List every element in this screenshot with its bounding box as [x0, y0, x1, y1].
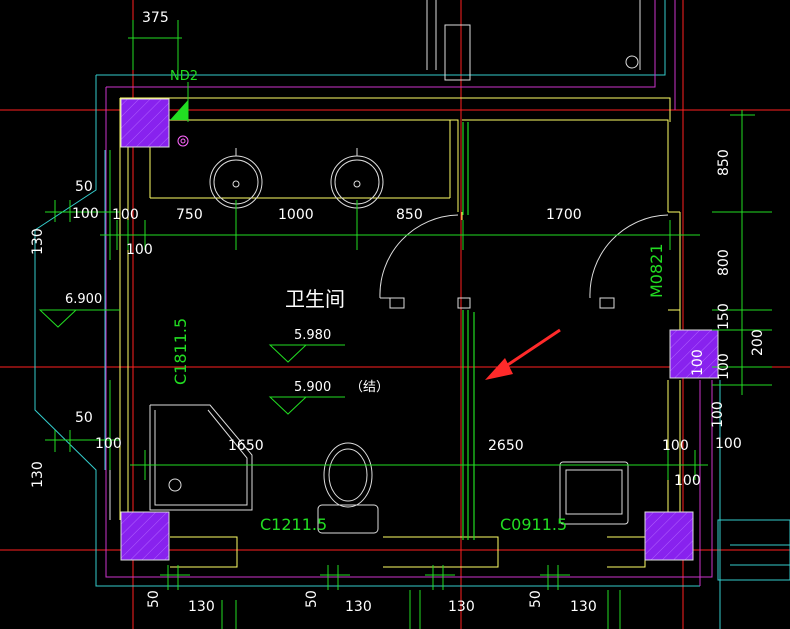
dim-text: 130: [188, 599, 215, 615]
door-tag-right: M0821: [647, 243, 666, 298]
dim-text: 100: [72, 206, 99, 222]
dim-text: 100: [690, 349, 706, 376]
red-arrow-annotation: [485, 328, 561, 380]
dim-text: 2650: [488, 438, 524, 454]
dim-text: 130: [570, 599, 597, 615]
dim-text: 150: [716, 303, 732, 330]
dim-text: 750: [176, 207, 203, 223]
window-tag-bottom-left: C1211.5: [260, 515, 327, 534]
dim-text: 50: [146, 590, 162, 608]
dim-text: 800: [716, 249, 732, 276]
level-symbols: [38, 309, 345, 415]
dim-text: 130: [30, 461, 46, 488]
dim-text: 850: [396, 207, 423, 223]
columns: [120, 98, 719, 561]
dim-text: 100: [95, 436, 122, 452]
nd2-marker: [170, 82, 189, 122]
level-structure: 5.900: [294, 380, 331, 395]
magenta-lines: [105, 0, 713, 586]
window-tag-bottom-right: C0911.5: [500, 515, 567, 534]
dim-text: 50: [528, 590, 544, 608]
fixtures: [149, 135, 669, 534]
dim-text: 100: [126, 242, 153, 258]
dim-text: 50: [75, 410, 93, 426]
dim-text: 100: [112, 207, 139, 223]
dim-text: 100: [662, 438, 689, 454]
dim-text: 100: [716, 353, 732, 380]
dimension-lines: [45, 20, 772, 629]
level-outer: 6.900: [65, 292, 102, 307]
dim-text: 100: [715, 436, 742, 452]
green-partitions: [462, 122, 475, 540]
room-name-label: 卫生间: [285, 287, 345, 311]
dim-text: 1000: [278, 207, 314, 223]
level-finish: 5.980: [294, 328, 331, 343]
level-structure-note: （结）: [350, 380, 389, 395]
dim-text: 130: [345, 599, 372, 615]
dim-text: 375: [142, 10, 169, 26]
dim-text: 130: [30, 228, 46, 255]
room-walls: [119, 97, 681, 568]
dim-text: 130: [448, 599, 475, 615]
dim-text: 1700: [546, 207, 582, 223]
dim-text: 200: [750, 329, 766, 356]
dim-text: 100: [710, 401, 726, 428]
window-tag-left: C1811.5: [171, 318, 190, 385]
dim-text: 50: [304, 590, 320, 608]
nd2-label: ND2: [170, 69, 198, 84]
dim-text: 100: [674, 473, 701, 489]
dim-text: 50: [75, 179, 93, 195]
dim-text: 1650: [228, 438, 264, 454]
dim-text: 850: [716, 149, 732, 176]
